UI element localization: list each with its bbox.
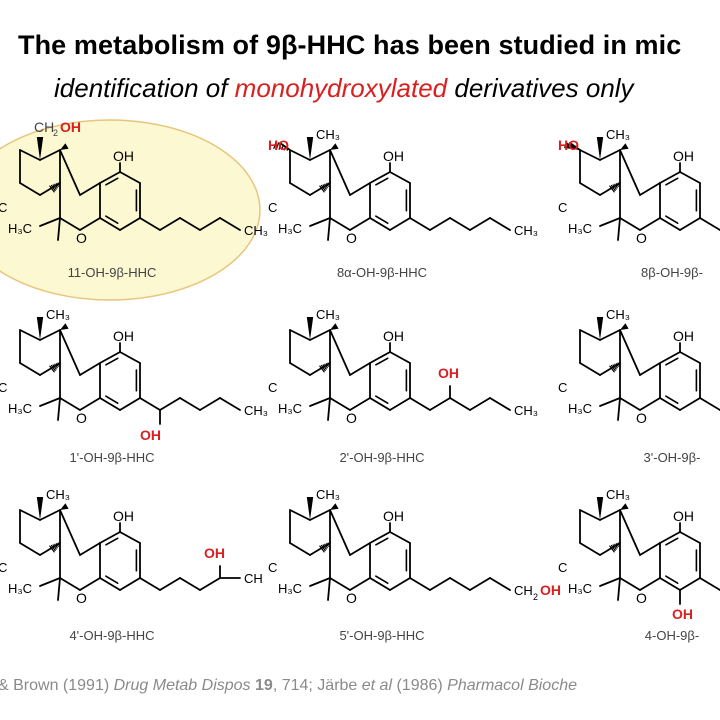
compound-caption: 5'-OH-9β-HHC: [339, 628, 424, 643]
footer-references: & Brown (1991) Drug Metab Dispos 19, 714…: [0, 677, 577, 695]
phenol-oh-label: OH: [113, 148, 134, 164]
ref2-year: (1986): [392, 677, 448, 694]
aromatic-hydroxyl-label: OH: [672, 606, 693, 622]
methyl-stub-label: C: [0, 380, 7, 395]
compound-caption: 8α-OH-9β-HHC: [337, 265, 427, 280]
compound-caption: 4'-OH-9β-HHC: [69, 628, 154, 643]
gem-methyl-label: H₃C: [8, 401, 32, 416]
terminal-methyl-label: CH₃: [244, 223, 268, 238]
gem-methyl-label: H₃C: [278, 221, 302, 236]
c8-hydroxyl-label: HO: [268, 137, 289, 153]
c8-hydroxyl-label: HO: [558, 137, 579, 153]
sidechain-hydroxyl-label: OH: [204, 545, 225, 561]
page-subtitle: identification of monohydroxylated deriv…: [54, 73, 634, 104]
ring-oxygen-label: O: [76, 590, 87, 606]
phenol-oh-label: OH: [673, 508, 694, 524]
ring-oxygen-label: O: [346, 230, 357, 246]
gem-methyl-label: H₃C: [568, 581, 592, 596]
c9-methyl-label: CH₃: [606, 127, 630, 142]
compound-caption: 3'-OH-9β-: [644, 450, 701, 465]
ref1-authors: & Brown (1991): [0, 677, 114, 694]
c9-methyl-label: CH₃: [316, 487, 340, 502]
phenol-oh-label: OH: [673, 148, 694, 164]
methyl-stub-label: C: [268, 200, 277, 215]
page-title: The metabolism of 9β-HHC has been studie…: [18, 30, 682, 60]
methyl-stub-label: C: [0, 560, 7, 575]
ref1-volume: 19: [255, 677, 273, 694]
compound-structure: H₃CCOOHCH₃CH₃OH4-OH-9β-: [558, 487, 720, 643]
c9-methyl-label: CH₃: [316, 307, 340, 322]
methyl-stub-label: C: [558, 200, 567, 215]
terminal-methyl-label: CH₃: [514, 223, 538, 238]
c9-methyl-label: CH₃: [316, 127, 340, 142]
phenol-oh-label: OH: [113, 508, 134, 524]
compound-structure: H₃CCOOHCH₃HOCH₃8β-OH-9β-: [558, 127, 720, 280]
phenol-oh-label: OH: [383, 328, 404, 344]
subtitle-suffix: derivatives only: [447, 73, 634, 103]
methyl-stub-label: C: [558, 560, 567, 575]
compound-caption: 4-OH-9β-: [645, 628, 699, 643]
methyl-stub-label: C: [268, 560, 277, 575]
compound-caption: 11-OH-9β-HHC: [68, 265, 157, 280]
ring-oxygen-label: O: [346, 410, 357, 426]
terminal-methyl-label: CH₃: [244, 403, 268, 418]
compound-caption: 1'-OH-9β-HHC: [69, 450, 154, 465]
ring-oxygen-label: O: [636, 410, 647, 426]
terminal-methyl-label: CH₃: [514, 403, 538, 418]
ring-oxygen-label: O: [636, 590, 647, 606]
hydroxymethyl-ch2-label: CH: [34, 119, 54, 135]
subtitle-prefix: identification of: [54, 73, 235, 103]
gem-methyl-label: H₃C: [278, 581, 302, 596]
gem-methyl-label: H₃C: [568, 401, 592, 416]
c9-methyl-label: CH₃: [46, 487, 70, 502]
ref1-pages: , 714; Järbe: [272, 677, 362, 694]
phenol-oh-label: OH: [383, 508, 404, 524]
ref2-etal: et al: [361, 677, 393, 694]
gem-methyl-label: H₃C: [278, 401, 302, 416]
sidechain-hydroxyl-label: OH: [140, 427, 161, 443]
c9-methyl-label: CH₃: [606, 487, 630, 502]
terminal-methyl-label: CH: [244, 571, 263, 586]
ref1-journal: Drug Metab Dispos: [113, 677, 251, 694]
compound-structure: H₃CCOOHCH₃CH₃OH3'-OH-9β-: [558, 307, 720, 465]
c9-methyl-label: CH₃: [606, 307, 630, 322]
ring-oxygen-label: O: [636, 230, 647, 246]
ref2-journal: Pharmacol Bioche: [447, 677, 577, 694]
compound-caption: 2'-OH-9β-HHC: [339, 450, 424, 465]
gem-methyl-label: H₃C: [568, 221, 592, 236]
subtitle-highlight: monohydroxylated: [234, 73, 448, 103]
methyl-stub-label: C: [0, 200, 7, 215]
terminal-ch2-sub-label: 2: [533, 592, 538, 602]
phenol-oh-label: OH: [673, 328, 694, 344]
gem-methyl-label: H₃C: [8, 221, 32, 236]
methyl-stub-label: C: [268, 380, 277, 395]
hydroxymethyl-oh-label: OH: [60, 119, 81, 135]
phenol-oh-label: OH: [113, 328, 134, 344]
phenol-oh-label: OH: [383, 148, 404, 164]
terminal-ch2-label: CH: [514, 583, 533, 598]
c9-methyl-label: CH₃: [46, 307, 70, 322]
ring-oxygen-label: O: [76, 410, 87, 426]
methyl-stub-label: C: [558, 380, 567, 395]
ring-oxygen-label: O: [346, 590, 357, 606]
compound-caption: 8β-OH-9β-: [641, 265, 703, 280]
highlight-ellipse: [0, 119, 261, 301]
gem-methyl-label: H₃C: [8, 581, 32, 596]
hydroxymethyl-sub-label: 2: [53, 128, 58, 138]
ring-oxygen-label: O: [76, 230, 87, 246]
terminal-hydroxyl-label: OH: [540, 582, 561, 598]
sidechain-hydroxyl-label: OH: [438, 365, 459, 381]
